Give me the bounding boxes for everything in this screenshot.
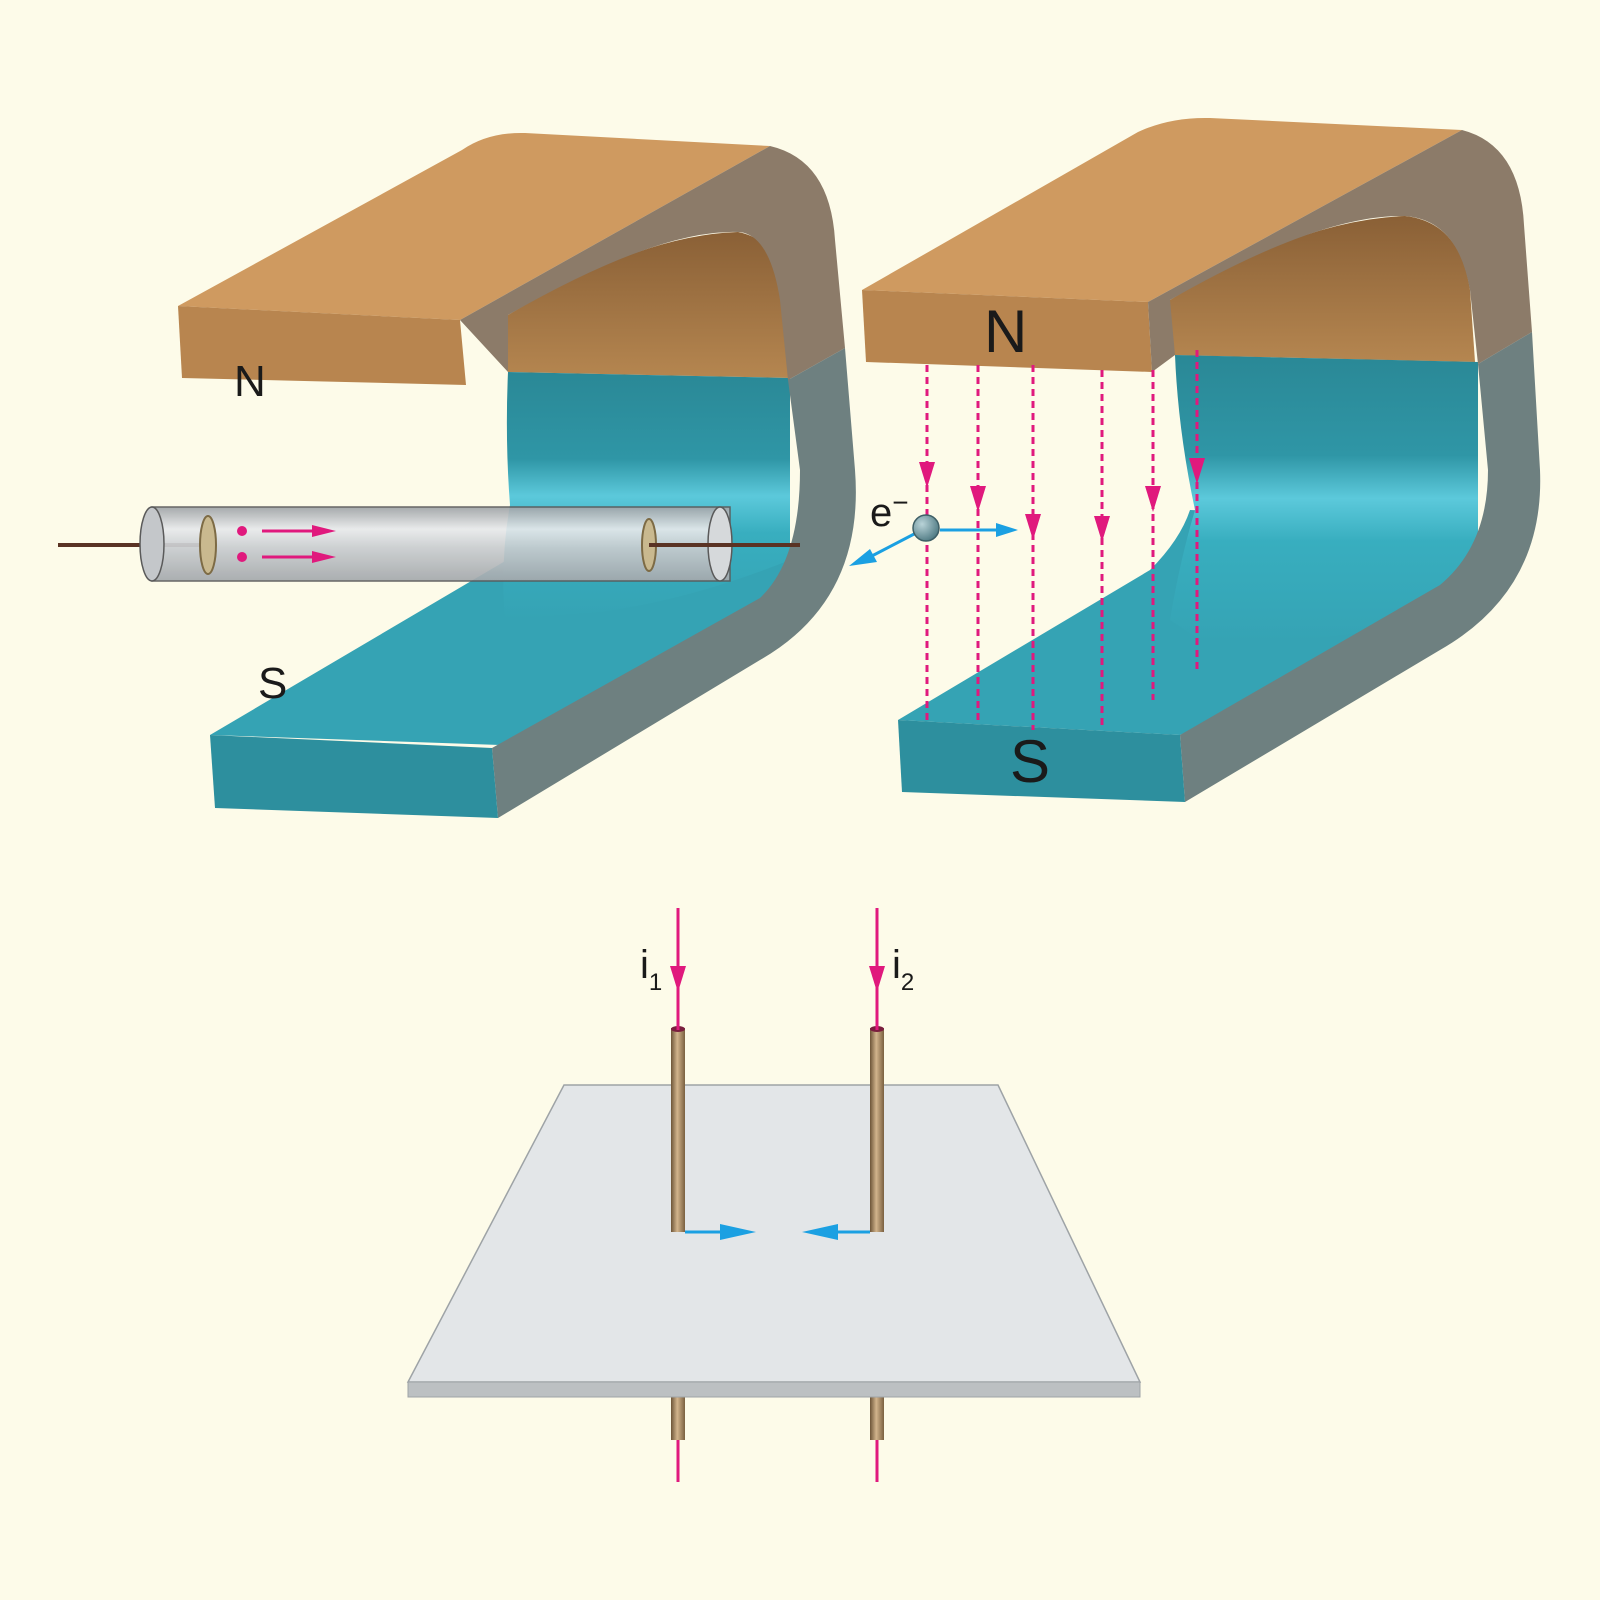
plate-edge <box>407 1381 1141 1398</box>
wire-2-upper-rod <box>870 1028 884 1232</box>
left-magnet-inner-arc <box>508 232 790 378</box>
left-south-pole-front <box>210 735 498 818</box>
field-arrowhead <box>970 486 986 512</box>
field-line-arrowheads <box>919 458 1205 542</box>
current-2-subscript: 2 <box>901 969 914 996</box>
right-north-label: N <box>984 298 1027 365</box>
force-on-wire-2-arrowhead <box>802 1224 838 1240</box>
force-arrow <box>867 530 919 560</box>
left-north-pole-top <box>178 132 770 320</box>
right-magnet-inner-wall <box>1170 355 1478 642</box>
electron-ball <box>912 514 940 542</box>
left-south-label: S <box>258 659 287 708</box>
parallel-wires-apparatus: i1 i2 <box>406 908 1142 1482</box>
field-arrowhead <box>1145 486 1161 512</box>
current-1-label: i1 <box>640 943 662 996</box>
current-2-symbol: i <box>892 943 901 987</box>
current-2-label: i2 <box>892 943 914 996</box>
force-arrowhead <box>849 549 877 566</box>
left-magnet-outer-side-lower <box>492 348 856 818</box>
right-magnet-inner-arc <box>1170 216 1475 362</box>
cathode-ray-tube <box>58 506 800 582</box>
wire-2-lower-rod <box>870 1392 884 1440</box>
wire-1-lower-rod <box>671 1392 685 1440</box>
right-south-pole-front <box>898 720 1185 802</box>
plate-top <box>406 1084 1142 1383</box>
current-1-arrowhead <box>670 966 686 992</box>
left-north-pole-front <box>178 306 466 385</box>
right-horseshoe-magnet: N S <box>862 117 1541 802</box>
left-north-label: N <box>234 357 266 406</box>
cathode-disc <box>199 515 217 575</box>
right-north-pole-front <box>862 290 1152 372</box>
electron-label: e− <box>870 487 909 535</box>
current-2-arrowhead <box>869 966 885 992</box>
current-1-symbol: i <box>640 943 649 987</box>
velocity-arrowhead <box>996 523 1018 537</box>
tube-glass-body <box>151 506 731 582</box>
left-magnet-outer-side <box>460 146 845 380</box>
right-magnet-outer-side-lower <box>1180 332 1541 802</box>
field-arrowhead <box>1025 514 1041 540</box>
right-south-label: S <box>1010 728 1050 795</box>
beam-arrowhead-upper <box>312 525 336 537</box>
electron-dot-lower <box>237 552 247 562</box>
left-horseshoe-magnet: N S <box>178 132 856 818</box>
current-1-subscript: 1 <box>649 969 662 996</box>
field-arrowhead <box>1094 516 1110 542</box>
tube-left-end <box>139 506 165 582</box>
right-magnet-outer-side <box>1148 130 1532 372</box>
field-arrowhead <box>1189 458 1205 484</box>
field-arrowhead <box>919 462 935 488</box>
right-north-pole-top <box>862 117 1462 302</box>
electron-particle: e− <box>849 487 1018 566</box>
wire-1-upper-rod <box>671 1028 685 1232</box>
electron-charge: − <box>892 487 908 518</box>
magnetic-field-lines <box>925 350 1199 730</box>
force-on-wire-1-arrowhead <box>720 1224 756 1240</box>
electron-dot-upper <box>237 526 247 536</box>
electron-symbol: e <box>870 491 892 535</box>
beam-arrowhead-lower <box>312 551 336 563</box>
